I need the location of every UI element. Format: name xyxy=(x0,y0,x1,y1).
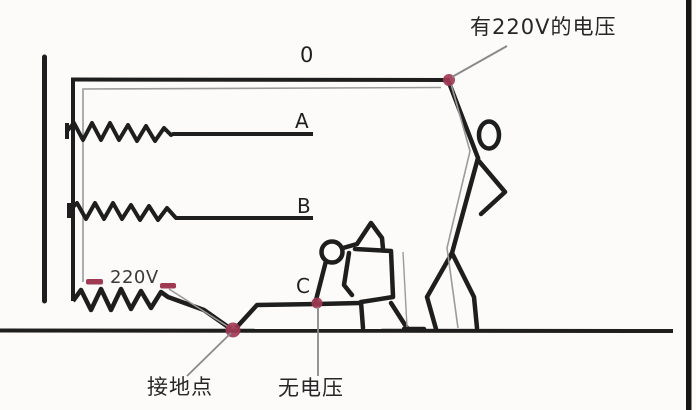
label-line-b: B xyxy=(297,194,311,218)
stick-figure-standing xyxy=(424,77,508,332)
crouching-person-arm xyxy=(313,258,329,303)
label-line-o: 0 xyxy=(300,43,314,67)
label-line-a: A xyxy=(295,109,309,133)
crouching-person-head xyxy=(319,239,345,265)
annotation-no-voltage: 无电压 xyxy=(278,376,344,400)
crouching-person-rear-leg xyxy=(388,300,410,331)
ghost-line-standing-person xyxy=(446,83,471,329)
annotation-ground-point: 接地点 xyxy=(147,375,213,399)
red-terminal-dash-left xyxy=(86,279,103,285)
crouching-person-back xyxy=(352,246,396,299)
ground-line xyxy=(0,328,674,333)
crouching-person-front xyxy=(341,250,355,298)
standing-person-torso xyxy=(449,155,481,256)
pointer-line-ground-point xyxy=(186,332,232,377)
crouching-person-raised-elbow xyxy=(340,220,386,252)
label-220v: 220V xyxy=(110,267,159,288)
resistor-phase-b xyxy=(67,201,313,222)
standing-person-left-leg xyxy=(424,250,455,332)
right-border-bar xyxy=(686,0,692,410)
red-terminal-dash-right xyxy=(160,283,176,289)
power-line-o xyxy=(70,77,449,82)
annotation-voltage-present: 有220V的电压 xyxy=(470,15,617,39)
ghost-sagging-wire-line xyxy=(168,288,231,329)
stick-figure-crouching xyxy=(313,220,427,332)
standing-person-right-leg xyxy=(449,250,480,331)
standing-person-head xyxy=(476,119,502,151)
no-voltage-contact-dot xyxy=(311,297,323,309)
label-line-c: C xyxy=(296,274,310,298)
ghost-line-crouching-person xyxy=(402,251,408,328)
standing-person-bent-arm xyxy=(475,157,508,217)
resistor-phase-c-220v xyxy=(71,286,361,331)
pointer-line-voltage-present xyxy=(451,45,508,78)
crouching-person-front-leg xyxy=(358,294,396,331)
resistor-phase-a xyxy=(65,121,313,143)
